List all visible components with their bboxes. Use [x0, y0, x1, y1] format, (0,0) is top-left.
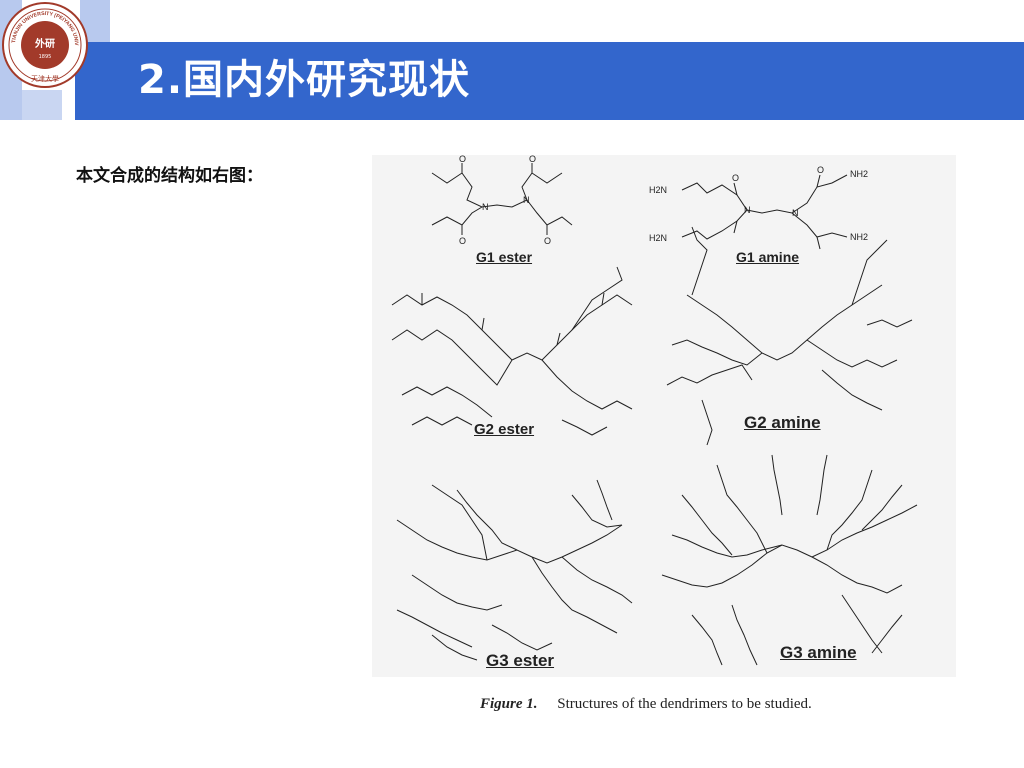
atom-nh2: NH2 [850, 232, 868, 242]
page-title: 2.国内外研究现状 [138, 57, 471, 103]
atom-o: O [817, 165, 824, 175]
panel-label-g3-ester: G3 ester [486, 651, 555, 670]
figure-caption: Figure 1. Structures of the dendrimers t… [480, 696, 812, 713]
g1-amine-structure [681, 174, 848, 250]
atom-n: N [523, 195, 530, 205]
atom-h2n: H2N [649, 185, 667, 195]
university-logo: TIANJIN UNIVERSITY (PEIYANG UNIVERSITY) … [2, 2, 88, 88]
atom-o: O [459, 155, 466, 164]
decorative-block [22, 90, 62, 120]
panel-label-g2-amine: G2 amine [744, 413, 821, 432]
atom-n: N [482, 202, 489, 212]
g1-ester-structure [431, 163, 573, 235]
atom-n: N [792, 208, 799, 218]
atom-o: O [529, 155, 536, 164]
g2-amine-structure [666, 226, 913, 446]
caption-text: Structures of the dendrimers to be studi… [557, 696, 812, 712]
g3-ester-structure [396, 479, 633, 661]
atom-nh2: NH2 [850, 169, 868, 179]
atom-o: O [732, 173, 739, 183]
atom-o: O [544, 236, 551, 246]
panel-label-g1-ester: G1 ester [476, 249, 533, 265]
logo-center-text: 外研 [34, 37, 55, 50]
logo-year: 1895 [39, 54, 52, 60]
atom-o: O [459, 236, 466, 246]
intro-text: 本文合成的结构如右图： [76, 166, 263, 186]
panel-label-g2-ester: G2 ester [474, 421, 535, 438]
panel-label-g1-amine: G1 amine [736, 249, 800, 265]
dendrimer-figure: N N O O O O N N H2N H2N NH2 NH2 O O G1 e… [372, 155, 956, 677]
caption-figure-number: Figure 1. [480, 696, 538, 712]
structure-drawings: N N O O O O N N H2N H2N NH2 NH2 O O [391, 155, 918, 666]
panel-label-g3-amine: G3 amine [780, 643, 857, 662]
title-bar [75, 42, 1024, 120]
atom-n: N [744, 205, 751, 215]
atom-h2n: H2N [649, 233, 667, 243]
logo-script-text: 天津大學 [31, 74, 59, 83]
g3-amine-structure [661, 454, 918, 666]
g2-ester-structure [391, 266, 633, 436]
